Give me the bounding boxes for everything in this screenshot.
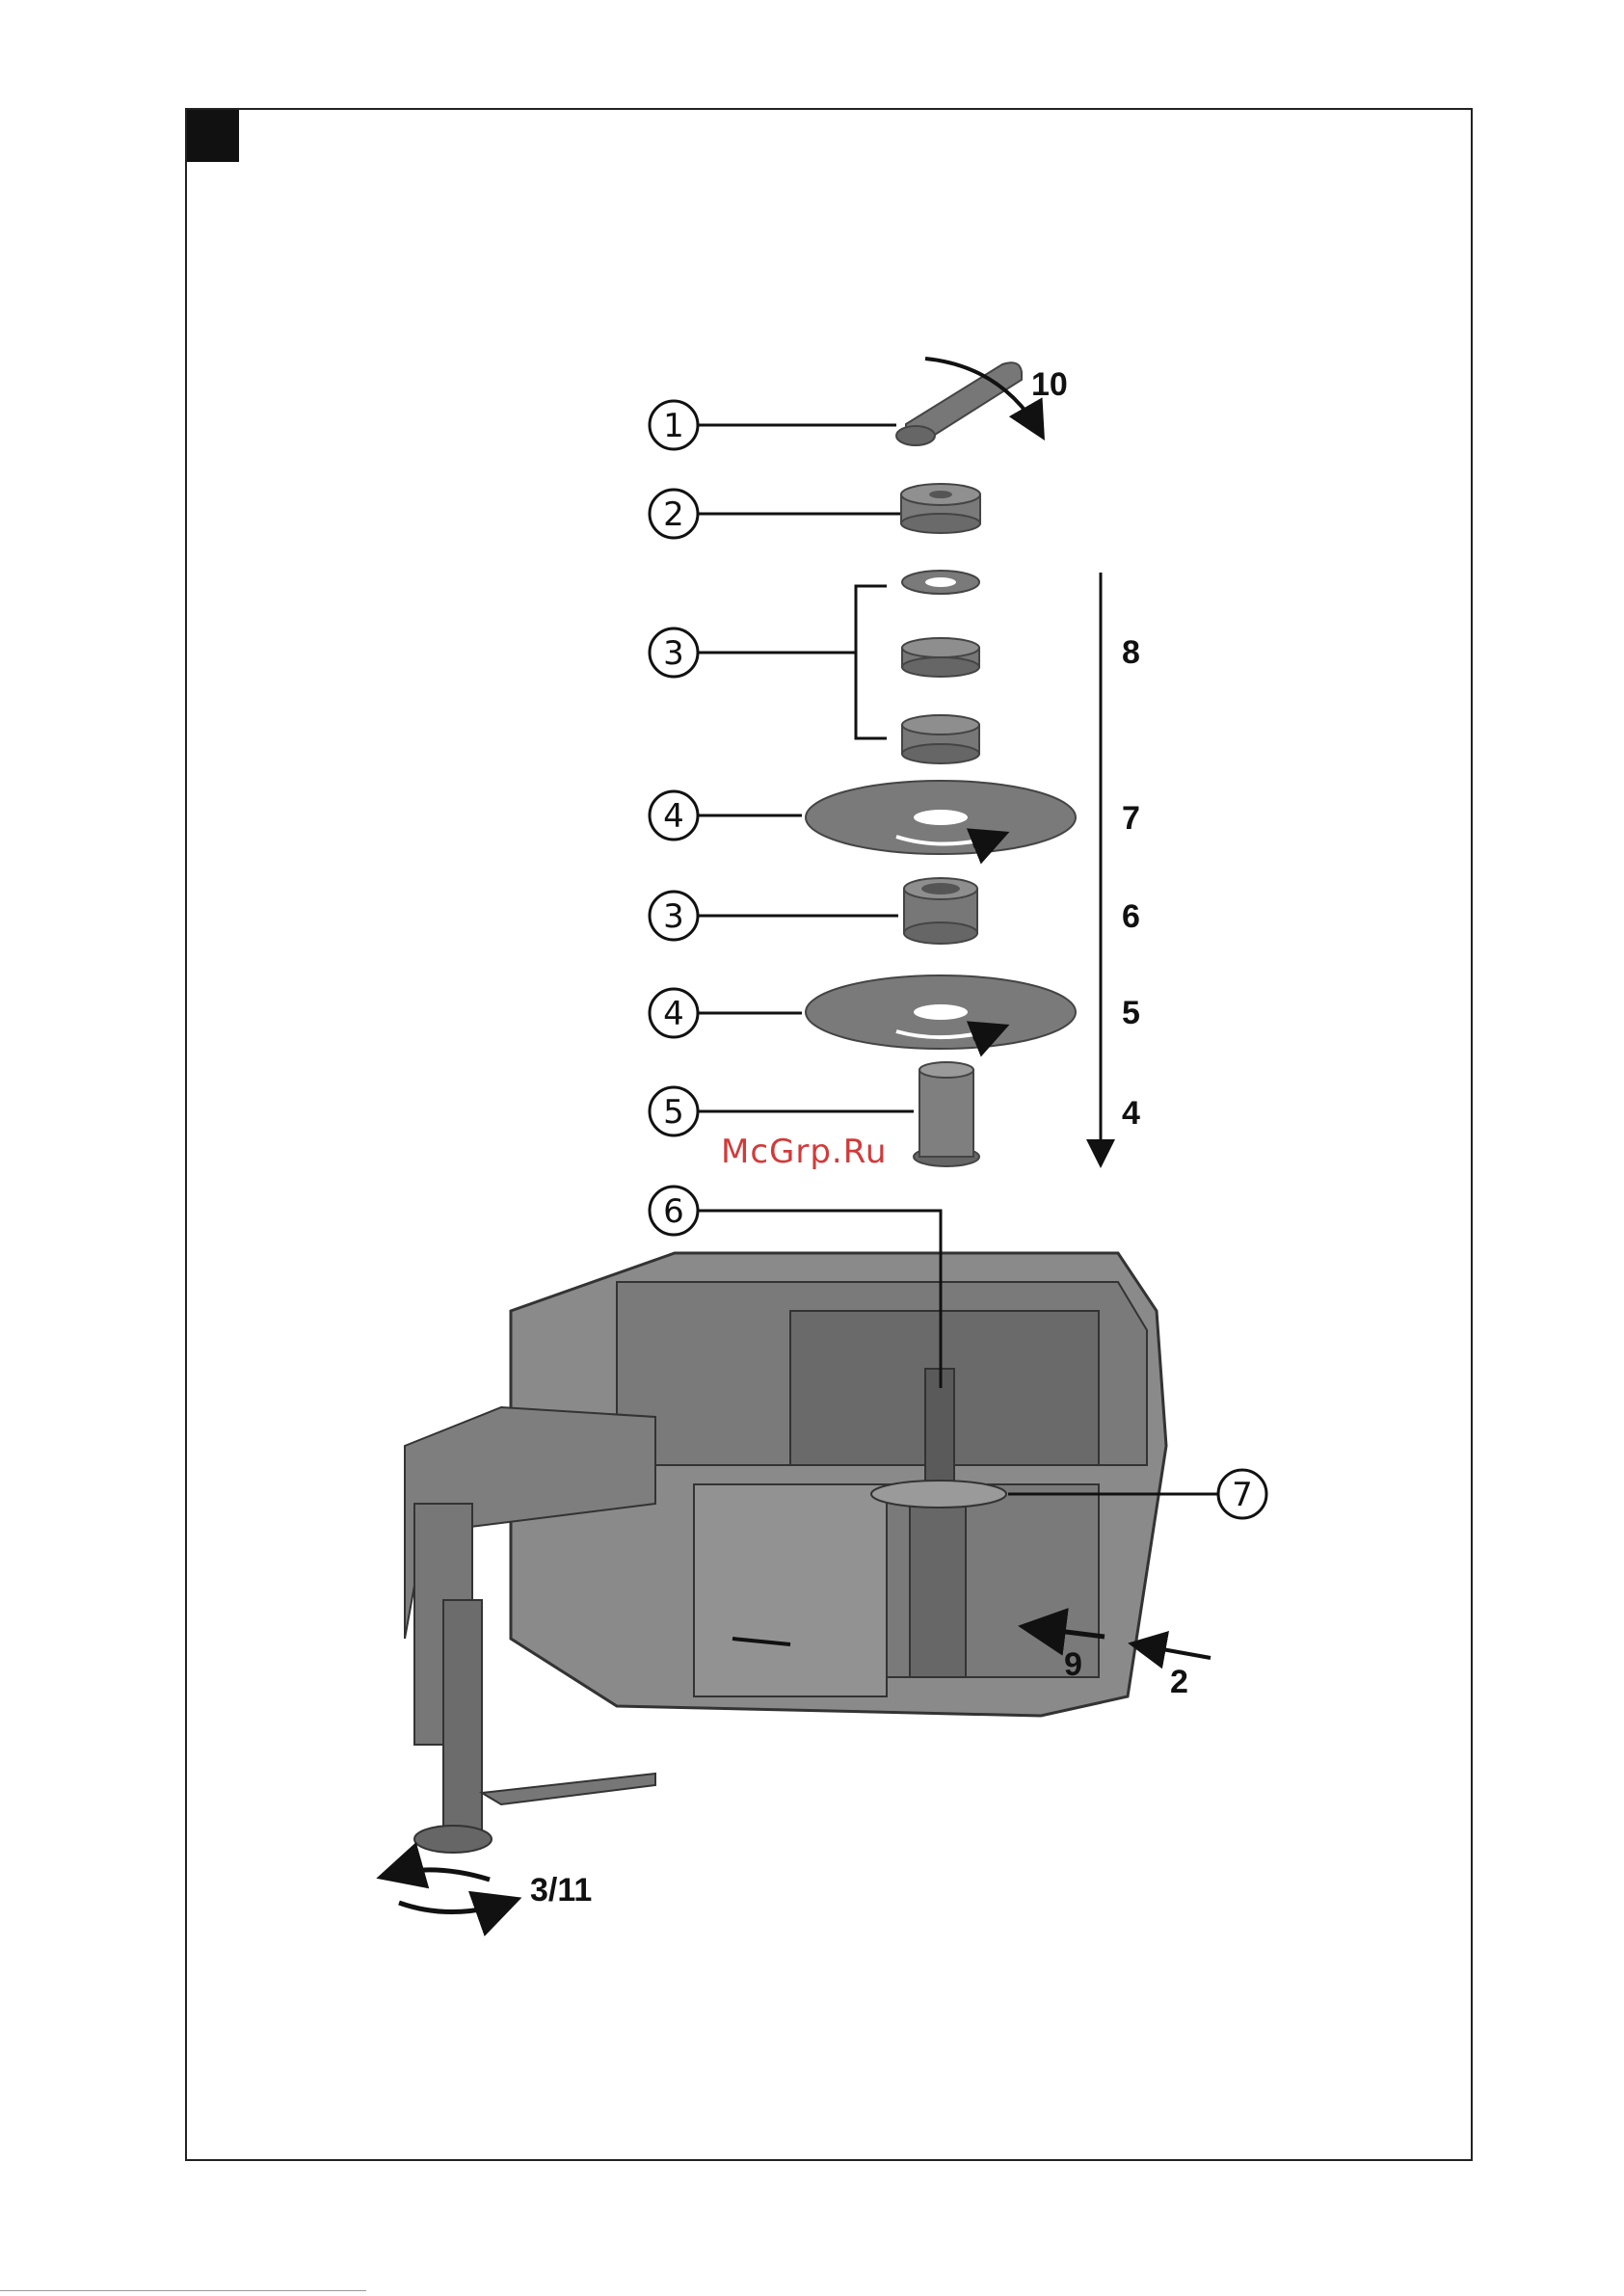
callout-5-number: 5	[663, 1093, 684, 1132]
callout-3a: 3	[650, 628, 698, 677]
spacer-ring-thick	[902, 715, 979, 763]
bracket-part-3	[856, 586, 887, 738]
callout-7: 7	[1218, 1470, 1266, 1518]
step-label-8: 8	[1122, 634, 1140, 671]
wall-saw-machine-body	[405, 1253, 1166, 1853]
turn-arrow-right	[399, 1901, 513, 1912]
callout-4b: 4	[650, 989, 698, 1037]
callout-2-number: 2	[663, 495, 684, 534]
callout-4a-number: 4	[663, 797, 684, 836]
callout-7-number: 7	[1232, 1476, 1253, 1514]
spacer-ring-thin	[902, 571, 979, 594]
arbor-sleeve-part	[914, 1062, 979, 1166]
callout-1: 1	[650, 401, 698, 449]
callout-6: 6	[650, 1187, 698, 1235]
step-label-2: 2	[1170, 1664, 1188, 1700]
diamond-blade-lower	[806, 975, 1076, 1049]
step-label-5: 5	[1122, 995, 1140, 1031]
flange-nut-part	[901, 484, 980, 533]
callout-3a-number: 3	[663, 634, 684, 673]
wrench-part	[896, 359, 1041, 445]
callout-3b-number: 3	[663, 897, 684, 936]
turn-arrow-left	[386, 1870, 490, 1880]
callout-4a: 4	[650, 791, 698, 840]
diamond-blade-upper	[806, 781, 1076, 854]
step-label-4: 4	[1122, 1095, 1140, 1132]
callout-4b-number: 4	[663, 995, 684, 1033]
spacer-ring-medium	[902, 638, 979, 677]
step-label-6: 6	[1122, 898, 1140, 935]
watermark-text: McGrp.Ru	[721, 1133, 887, 1171]
callout-1-number: 1	[663, 407, 684, 445]
callout-5: 5	[650, 1087, 698, 1135]
step-label-9: 9	[1064, 1646, 1082, 1683]
blade-flange-seat	[871, 1481, 1006, 1508]
page-bottom-rule	[0, 2290, 366, 2291]
push-arrow-2	[1135, 1644, 1211, 1658]
callout-6-number: 6	[663, 1192, 684, 1231]
callout-2: 2	[650, 490, 698, 538]
step-label-7: 7	[1122, 800, 1140, 837]
step-label-10: 10	[1031, 366, 1068, 403]
step-label-3-11: 3/11	[530, 1872, 592, 1909]
callout-3b: 3	[650, 892, 698, 940]
spacer-ring-large	[904, 878, 977, 944]
